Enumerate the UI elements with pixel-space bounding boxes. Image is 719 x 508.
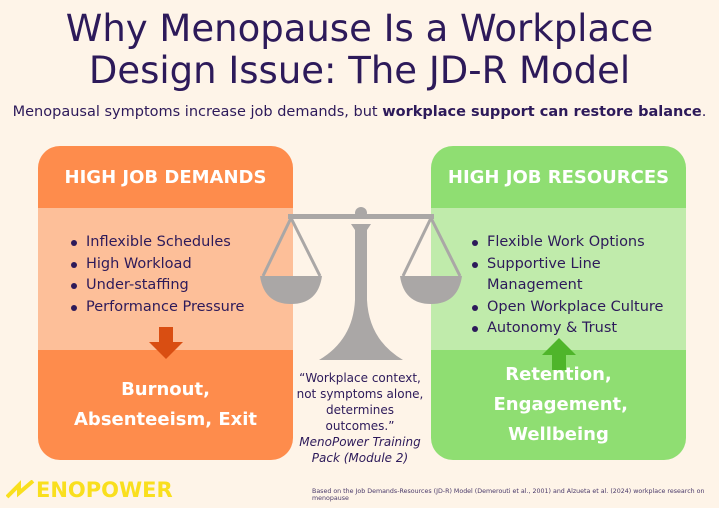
quote-source: MenoPower Training Pack (Module 2) [299,435,421,465]
list-item: Autonomy & Trust [469,318,686,340]
job-resources-outcome: Retention, Engagement, Wellbeing [431,350,686,460]
list-item: Open Workplace Culture [469,297,686,319]
page-title: Why Menopause Is a Workplace Design Issu… [65,7,654,92]
arrow-down-icon [148,327,183,359]
quote: “Workplace context, not symptoms alone, … [296,370,424,466]
list-item: Supportive Line Management [469,254,619,297]
logo-text: ENOPOWER [36,478,173,502]
job-demands-header: HIGH JOB DEMANDS [38,146,293,208]
arrow-up-icon [541,338,576,370]
job-demands-outcome: Burnout, Absenteeism, Exit [38,350,293,460]
job-resources-panel: HIGH JOB RESOURCES Flexible Work Options… [431,146,686,460]
outcome-text: Retention, Engagement, Wellbeing [493,364,628,445]
outcome-text: Burnout, Absenteeism, Exit [74,379,257,430]
footnote: Based on the Job Demands-Resources (JD-R… [312,488,705,502]
job-demands-list: Inflexible Schedules High Workload Under… [68,232,293,318]
job-resources-header: HIGH JOB RESOURCES [431,146,686,208]
menopower-logo: ENOPOWER [6,478,173,502]
quote-text: “Workplace context, not symptoms alone, … [296,371,424,433]
balance-scale-icon [260,207,462,360]
list-item: Under-staffing [68,275,293,297]
list-item: Performance Pressure [68,297,293,319]
list-item: Inflexible Schedules [68,232,293,254]
job-demands-panel: HIGH JOB DEMANDS Inflexible Schedules Hi… [38,146,293,460]
job-resources-list: Flexible Work Options Supportive Line Ma… [469,232,686,340]
subtitle: Menopausal symptoms increase job demands… [12,104,707,120]
list-item: Flexible Work Options [469,232,686,254]
logo-bolt-icon [6,480,35,499]
list-item: High Workload [68,254,293,276]
